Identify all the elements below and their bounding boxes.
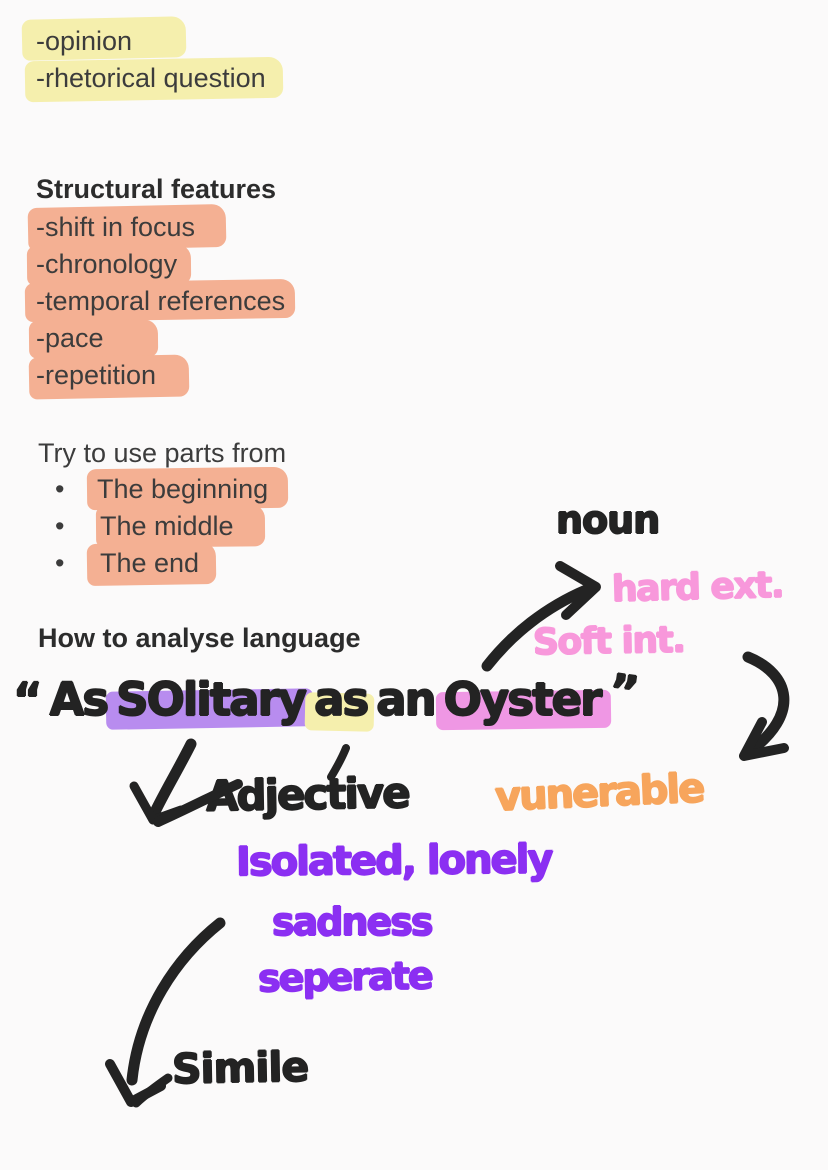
quote-word-oyster-pink-highlight: Oyster <box>443 673 603 726</box>
vunerable-annotation: vunerable <box>494 765 705 821</box>
quote-word-as: As <box>49 673 110 726</box>
structural-item-repetition: -repetition <box>28 354 190 400</box>
structural-item-label: -repetition <box>36 360 157 390</box>
quote-word-an: an <box>376 673 436 726</box>
parts-heading: Try to use parts from <box>38 438 286 468</box>
structural-item-label: -temporal references <box>36 286 286 316</box>
structural-item-chronology: -chronology <box>26 244 192 286</box>
intro-item-opinion: -opinion <box>21 16 187 61</box>
arrow-hook-to-vunerable-icon <box>739 651 790 761</box>
parts-item-middle: The middle <box>95 504 266 548</box>
structural-item-label: -chronology <box>36 249 178 279</box>
heading-label: Try to use parts from <box>38 438 287 468</box>
quote-word-solitary-purple-highlight: SOlitary <box>116 673 307 726</box>
noun-annotation: noun <box>556 498 660 542</box>
language-heading: How to analyse language <box>38 623 361 653</box>
synonyms-isolated-lonely: Isolated, lonely <box>235 836 552 886</box>
bullet-icon: • <box>55 548 65 578</box>
parts-item-label: The end <box>100 548 200 578</box>
quote-close-mark: ” <box>605 663 641 720</box>
parts-item-end: The end <box>86 541 217 587</box>
structural-features-heading: Structural features <box>36 174 276 204</box>
soft-interior-annotation: Soft int. <box>532 619 685 664</box>
parts-item-beginning: The beginning <box>86 466 289 511</box>
structural-item-pace: -pace <box>28 319 159 359</box>
parts-item-label: The middle <box>100 511 234 541</box>
structural-item-temporal-references: -temporal references <box>24 278 296 323</box>
synonyms-seperate: seperate <box>257 953 433 1001</box>
quote-line: “ As SOlitary as an Oyster ” <box>13 663 640 726</box>
quote-word-as-yellow-highlight: as <box>314 673 369 726</box>
heading-label: Structural features <box>36 174 277 204</box>
synonyms-sadness: sadness <box>272 900 434 944</box>
intro-item-label: -opinion <box>36 26 133 56</box>
simile-annotation: Simile <box>171 1042 309 1094</box>
intro-item-rhetorical-question: -rhetorical question <box>24 56 284 103</box>
bullet-icon: • <box>55 474 65 504</box>
intro-item-label: -rhetorical question <box>36 63 266 93</box>
structural-item-label: -pace <box>36 323 104 353</box>
quote-open-mark: “ <box>13 673 43 726</box>
bullet-icon: • <box>55 511 65 541</box>
hard-exterior-annotation: hard ext. <box>611 564 784 611</box>
adjective-annotation: Adjective <box>205 768 410 821</box>
parts-item-label: The beginning <box>97 474 269 504</box>
heading-label: How to analyse language <box>38 623 361 653</box>
structural-item-label: -shift in focus <box>36 212 196 242</box>
structural-item-shift-in-focus: -shift in focus <box>27 203 227 252</box>
